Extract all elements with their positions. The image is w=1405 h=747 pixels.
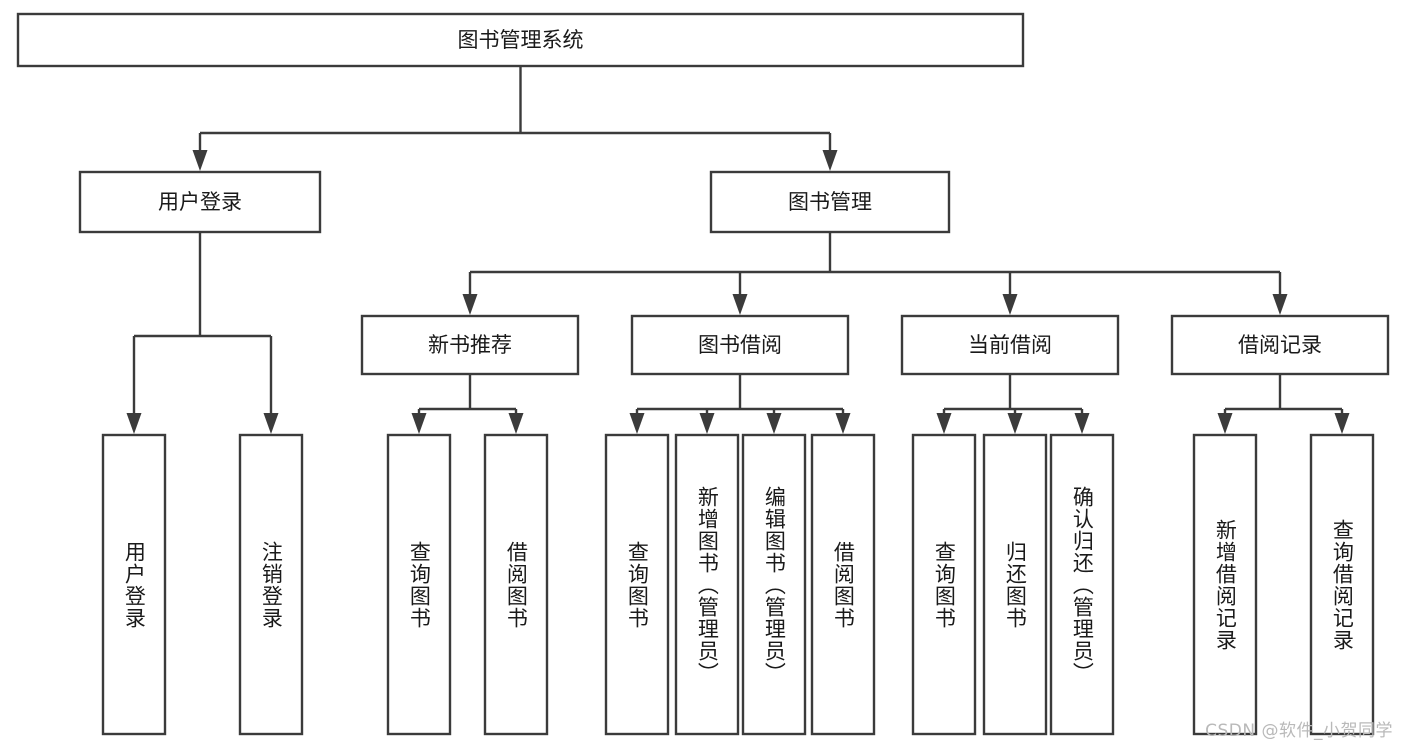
arrow-head-records — [1272, 294, 1288, 315]
node-box-leaf-bw-add[interactable] — [674, 433, 740, 736]
node-box-leaf-user-login[interactable] — [101, 433, 167, 736]
node-box-root[interactable] — [16, 12, 1025, 68]
node-box-leaf-nb-query[interactable] — [386, 433, 452, 736]
arrow-head-leaf-rec-add — [1217, 413, 1233, 434]
arrow-head-bookmgmt — [822, 150, 838, 171]
node-label-newbook: 新书推荐 — [428, 333, 512, 357]
node-box-leaf-cur-confirm[interactable] — [1049, 433, 1115, 736]
arrow-head-leaf-nb-query — [411, 413, 427, 434]
watermark: CSDN @软件_小贺同学 — [1205, 721, 1393, 741]
arrow-head-leaf-user-logout — [263, 413, 279, 434]
arrow-head-login — [192, 150, 208, 171]
arrow-head-leaf-user-login — [126, 413, 142, 434]
arrow-head-leaf-bw-edit — [766, 413, 782, 434]
node-label-root: 图书管理系统 — [458, 28, 584, 52]
node-box-borrow[interactable] — [630, 314, 850, 376]
node-box-leaf-cur-query[interactable] — [911, 433, 977, 736]
node-box-leaf-rec-query[interactable] — [1309, 433, 1375, 736]
node-label-login: 用户登录 — [158, 190, 242, 214]
arrow-head-newbook — [462, 294, 478, 315]
arrow-head-leaf-bw-add — [699, 413, 715, 434]
node-box-leaf-rec-add[interactable] — [1192, 433, 1258, 736]
arrow-head-borrow — [732, 294, 748, 315]
arrow-head-leaf-bw-borrow — [835, 413, 851, 434]
node-box-records[interactable] — [1170, 314, 1390, 376]
node-box-leaf-nb-borrow[interactable] — [483, 433, 549, 736]
arrow-head-leaf-cur-return — [1007, 413, 1023, 434]
connector-layer — [126, 66, 1350, 434]
arrow-head-leaf-rec-query — [1334, 413, 1350, 434]
node-box-leaf-bw-edit[interactable] — [741, 433, 807, 736]
node-box-leaf-bw-borrow[interactable] — [810, 433, 876, 736]
node-label-records: 借阅记录 — [1238, 333, 1322, 357]
arrow-head-leaf-cur-query — [936, 413, 952, 434]
arrow-head-leaf-bw-query — [629, 413, 645, 434]
node-box-leaf-bw-query[interactable] — [604, 433, 670, 736]
node-box-layer — [16, 12, 1390, 736]
node-box-login[interactable] — [78, 170, 322, 234]
node-box-current[interactable] — [900, 314, 1120, 376]
node-box-newbook[interactable] — [360, 314, 580, 376]
node-label-bookmgmt: 图书管理 — [788, 190, 872, 214]
node-box-bookmgmt[interactable] — [709, 170, 951, 234]
arrow-head-leaf-cur-confirm — [1074, 413, 1090, 434]
arrow-head-leaf-nb-borrow — [508, 413, 524, 434]
node-box-leaf-user-logout[interactable] — [238, 433, 304, 736]
node-box-leaf-cur-return[interactable] — [982, 433, 1048, 736]
node-label-borrow: 图书借阅 — [698, 333, 782, 357]
node-label-current: 当前借阅 — [968, 333, 1052, 357]
arrow-head-current — [1002, 294, 1018, 315]
